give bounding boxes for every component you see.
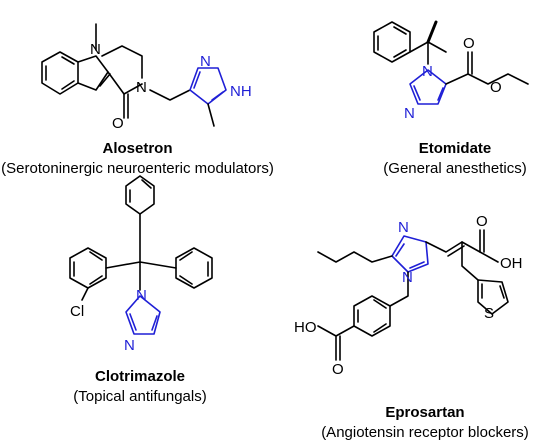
compound-class-eprosartan: (Angiotensin receptor blockers) [321,424,529,441]
atom-n: N [200,53,211,70]
eprosartan-structure: N N O OH S HO O [294,213,523,378]
compound-class-etomidate: (General anesthetics) [383,160,527,177]
compound-class-clotrimazole: (Topical antifungals) [73,388,207,405]
compound-name-etomidate: Etomidate [418,140,492,157]
atom-n: N [136,287,147,304]
atom-cl: Cl [70,303,84,320]
etomidate-structure: N N O O [373,20,529,122]
atom-n: N [136,79,147,96]
atom-o: O [332,361,344,378]
atom-n: N [90,41,101,58]
atom-oh: OH [500,255,523,272]
atom-n: N [422,63,433,80]
atom-n: N [402,269,413,286]
compound-name-alosetron: Alosetron [102,140,173,157]
atom-s: S [484,305,494,322]
atom-nh: NH [230,83,252,100]
alosetron-structure: N N O N NH [41,23,252,132]
atom-ho: HO [294,319,317,336]
atom-n: N [398,219,409,236]
atom-o: O [476,213,488,230]
atom-o: O [463,35,475,52]
compound-class-alosetron: (Serotoninergic neuroenteric modulators) [1,160,274,177]
clotrimazole-structure: Cl N N [69,175,213,354]
compound-name-eprosartan: Eprosartan [385,404,465,421]
atom-o: O [490,79,502,96]
atom-o: O [112,115,124,132]
compound-name-clotrimazole: Clotrimazole [94,368,185,385]
atom-n: N [124,337,135,354]
atom-n: N [404,105,415,122]
